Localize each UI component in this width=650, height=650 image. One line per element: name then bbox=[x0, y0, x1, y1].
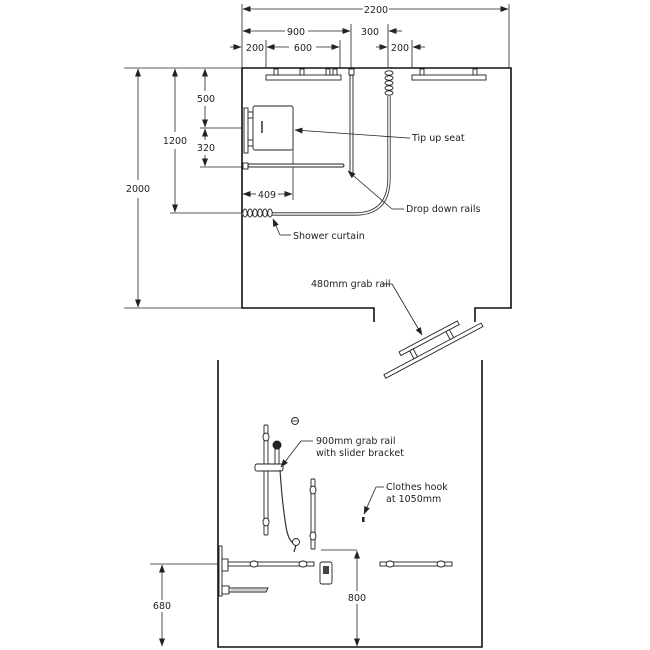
clothes-hook-label-line2: at 1050mm bbox=[386, 494, 441, 505]
door-grab-rail-480 bbox=[383, 320, 484, 379]
dimension-2200: 2200 bbox=[242, 5, 509, 16]
dimension-200-left: 200 bbox=[230, 43, 275, 54]
label-shower-curtain: Shower curtain bbox=[272, 218, 365, 242]
left-extension-lines bbox=[124, 67, 242, 309]
grab-rail-900-label-line1: 900mm grab rail bbox=[316, 436, 395, 447]
dimension-900: 900 bbox=[242, 27, 351, 38]
label-900mm-grab-rail: 900mm grab rail with slider bracket bbox=[280, 436, 404, 468]
shower-curtain-coil-top bbox=[384, 70, 394, 96]
top-left-grab-rail bbox=[265, 68, 342, 81]
drop-down-rail-elevation bbox=[218, 545, 315, 597]
grab-rail-900-label-line2: with slider bracket bbox=[316, 448, 404, 459]
ceiling-outlet-icon bbox=[291, 417, 299, 425]
dimension-200-right: 200 bbox=[376, 43, 425, 54]
vertical-grab-rail bbox=[309, 478, 317, 550]
drop-down-rail-horizontal bbox=[242, 162, 345, 170]
dimension-300: 300 bbox=[361, 27, 402, 38]
shower-curtain-label: Shower curtain bbox=[293, 231, 365, 242]
top-extension-lines bbox=[241, 4, 510, 68]
dim-label-800: 800 bbox=[348, 593, 366, 604]
dim-label-409: 409 bbox=[258, 190, 276, 201]
label-clothes-hook: Clothes hook at 1050mm bbox=[363, 482, 448, 515]
elevation-view: 680 800 900mm grab rail with slider brac… bbox=[150, 360, 483, 648]
dimension-600: 600 bbox=[267, 43, 340, 54]
dimension-320: 320 bbox=[197, 128, 215, 167]
shower-hose bbox=[279, 469, 297, 544]
dimension-800: 800 bbox=[321, 549, 366, 647]
elevation-wall-outline bbox=[217, 360, 483, 648]
tip-up-seat-elevation bbox=[221, 585, 269, 595]
label-drop-down-rails: Drop down rails bbox=[347, 170, 481, 215]
dimension-680: 680 bbox=[150, 563, 218, 647]
dim-label-680: 680 bbox=[153, 601, 171, 612]
dim-label-200-left: 200 bbox=[246, 43, 264, 54]
dimension-2000: 2000 bbox=[126, 68, 150, 308]
top-right-grab-rail bbox=[411, 68, 487, 81]
horizontal-grab-rail-right bbox=[379, 560, 453, 568]
mixer-valve bbox=[292, 538, 300, 553]
dimension-1200: 1200 bbox=[163, 68, 187, 213]
slide-rail-900 bbox=[262, 424, 270, 536]
clothes-hook-label-line1: Clothes hook bbox=[386, 482, 448, 493]
soap-holder bbox=[319, 561, 333, 585]
shower-curtain-coil-left bbox=[242, 208, 273, 218]
dimension-500: 500 bbox=[197, 68, 215, 128]
tip-up-seat-plan bbox=[243, 105, 294, 154]
plan-view: 2200 900 300 200 600 200 bbox=[124, 4, 512, 379]
dim-label-200-right: 200 bbox=[391, 43, 409, 54]
dim-label-2200: 2200 bbox=[364, 5, 388, 16]
plan-wall-outline bbox=[241, 67, 512, 322]
label-tip-up-seat: Tip up seat bbox=[294, 127, 465, 144]
drop-down-rails-label: Drop down rails bbox=[406, 204, 481, 215]
dim-label-1200: 1200 bbox=[163, 136, 187, 147]
clothes-hook bbox=[362, 517, 365, 522]
dim-label-300: 300 bbox=[361, 27, 379, 38]
dim-label-320: 320 bbox=[197, 143, 215, 154]
drop-down-rail-vertical bbox=[348, 68, 355, 176]
label-480mm-grab-rail: 480mm grab rail bbox=[311, 279, 423, 336]
dim-label-600: 600 bbox=[294, 43, 312, 54]
dim-label-900: 900 bbox=[287, 27, 305, 38]
tip-up-seat-label: Tip up seat bbox=[411, 133, 465, 144]
dim-label-2000: 2000 bbox=[126, 184, 150, 195]
dim-label-500: 500 bbox=[197, 94, 215, 105]
grab-rail-480-label: 480mm grab rail bbox=[311, 279, 390, 290]
shower-head bbox=[254, 440, 284, 472]
